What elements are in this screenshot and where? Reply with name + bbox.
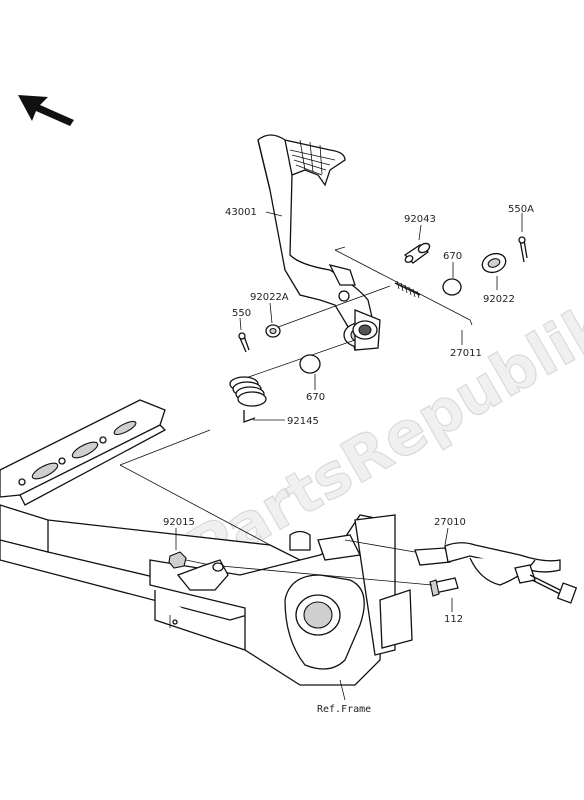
switch-mount-bracket: [176, 559, 229, 591]
label-670-right: 670: [443, 251, 462, 262]
label-ref-frame: Ref.Frame: [317, 704, 371, 715]
spring-axis-line: [239, 339, 356, 381]
label-670-left: 670: [306, 392, 325, 403]
label-92043: 92043: [404, 214, 436, 225]
label-92022A: 92022A: [250, 292, 289, 303]
brake-switch-27010: [289, 530, 578, 604]
label-43001: 43001: [225, 207, 257, 218]
brake-pedal-43001: [257, 134, 381, 351]
o-ring-670-left: [299, 354, 321, 374]
pin-92043: [403, 242, 431, 264]
front-arrow-icon: [18, 95, 74, 126]
bolt-112: [209, 564, 459, 597]
label-27011: 27011: [450, 348, 482, 359]
label-550: 550: [232, 308, 251, 319]
leader-27010: [444, 527, 449, 546]
leader-43001: [265, 211, 283, 217]
return-spring: [394, 280, 421, 299]
washer-92022A: [265, 324, 281, 338]
leader-92022A: [269, 302, 273, 324]
label-92145: 92145: [287, 416, 319, 427]
label-550A: 550A: [508, 204, 534, 215]
leader-92043: [418, 224, 422, 241]
label-27010: 27010: [434, 517, 466, 528]
cotter-pin-550A: [518, 236, 528, 263]
label-92015: 92015: [163, 517, 195, 528]
axis-line-end-2: [469, 319, 473, 326]
pivot-axis-line: [334, 249, 471, 321]
label-112: 112: [444, 614, 463, 625]
label-92022: 92022: [483, 294, 515, 305]
washer-axis-line: [269, 285, 391, 331]
leader-550: [239, 317, 242, 331]
washer-92022: [481, 252, 507, 274]
torsion-spring-92145: [229, 376, 267, 423]
cotter-pin-550: [238, 332, 250, 353]
o-ring-670-right: [442, 278, 462, 296]
axis-line-end: [334, 246, 346, 251]
